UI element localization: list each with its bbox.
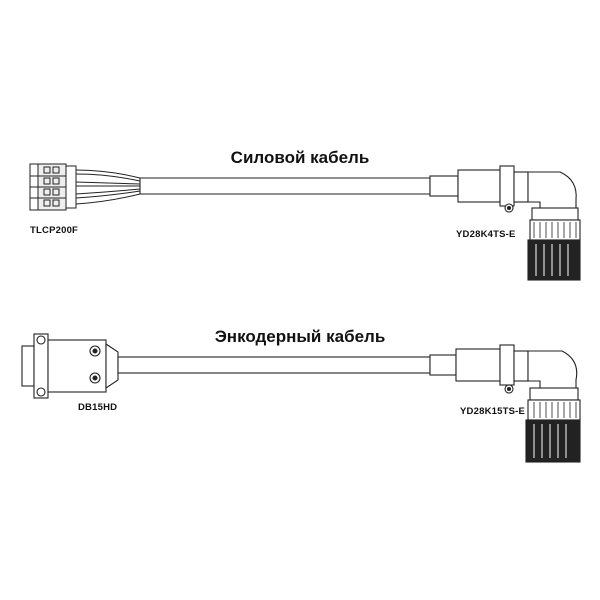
encoder-cable-jacket xyxy=(117,348,501,382)
yd28k4ts-connector-icon xyxy=(499,165,581,281)
encoder-cable-title: Энкодерный кабель xyxy=(215,327,386,346)
yd28k4ts-label: YD28K4TS-E xyxy=(456,229,516,240)
power-wires xyxy=(75,169,141,205)
db15hd-connector-icon xyxy=(21,333,119,399)
power-cable-jacket xyxy=(139,169,501,203)
yd28k15ts-connector-icon xyxy=(499,344,581,463)
db15hd-label: DB15HD xyxy=(78,402,117,413)
tlcp200f-label: TLCP200F xyxy=(30,225,78,236)
encoder-cable-assembly: Энкодерный кабель xyxy=(21,327,581,463)
yd28k15ts-label: YD28K15TS-E xyxy=(460,406,525,417)
tlcp200f-connector-icon xyxy=(29,163,77,211)
power-cable-assembly: Силовой кабель xyxy=(29,148,581,281)
power-cable-title: Силовой кабель xyxy=(231,148,370,167)
